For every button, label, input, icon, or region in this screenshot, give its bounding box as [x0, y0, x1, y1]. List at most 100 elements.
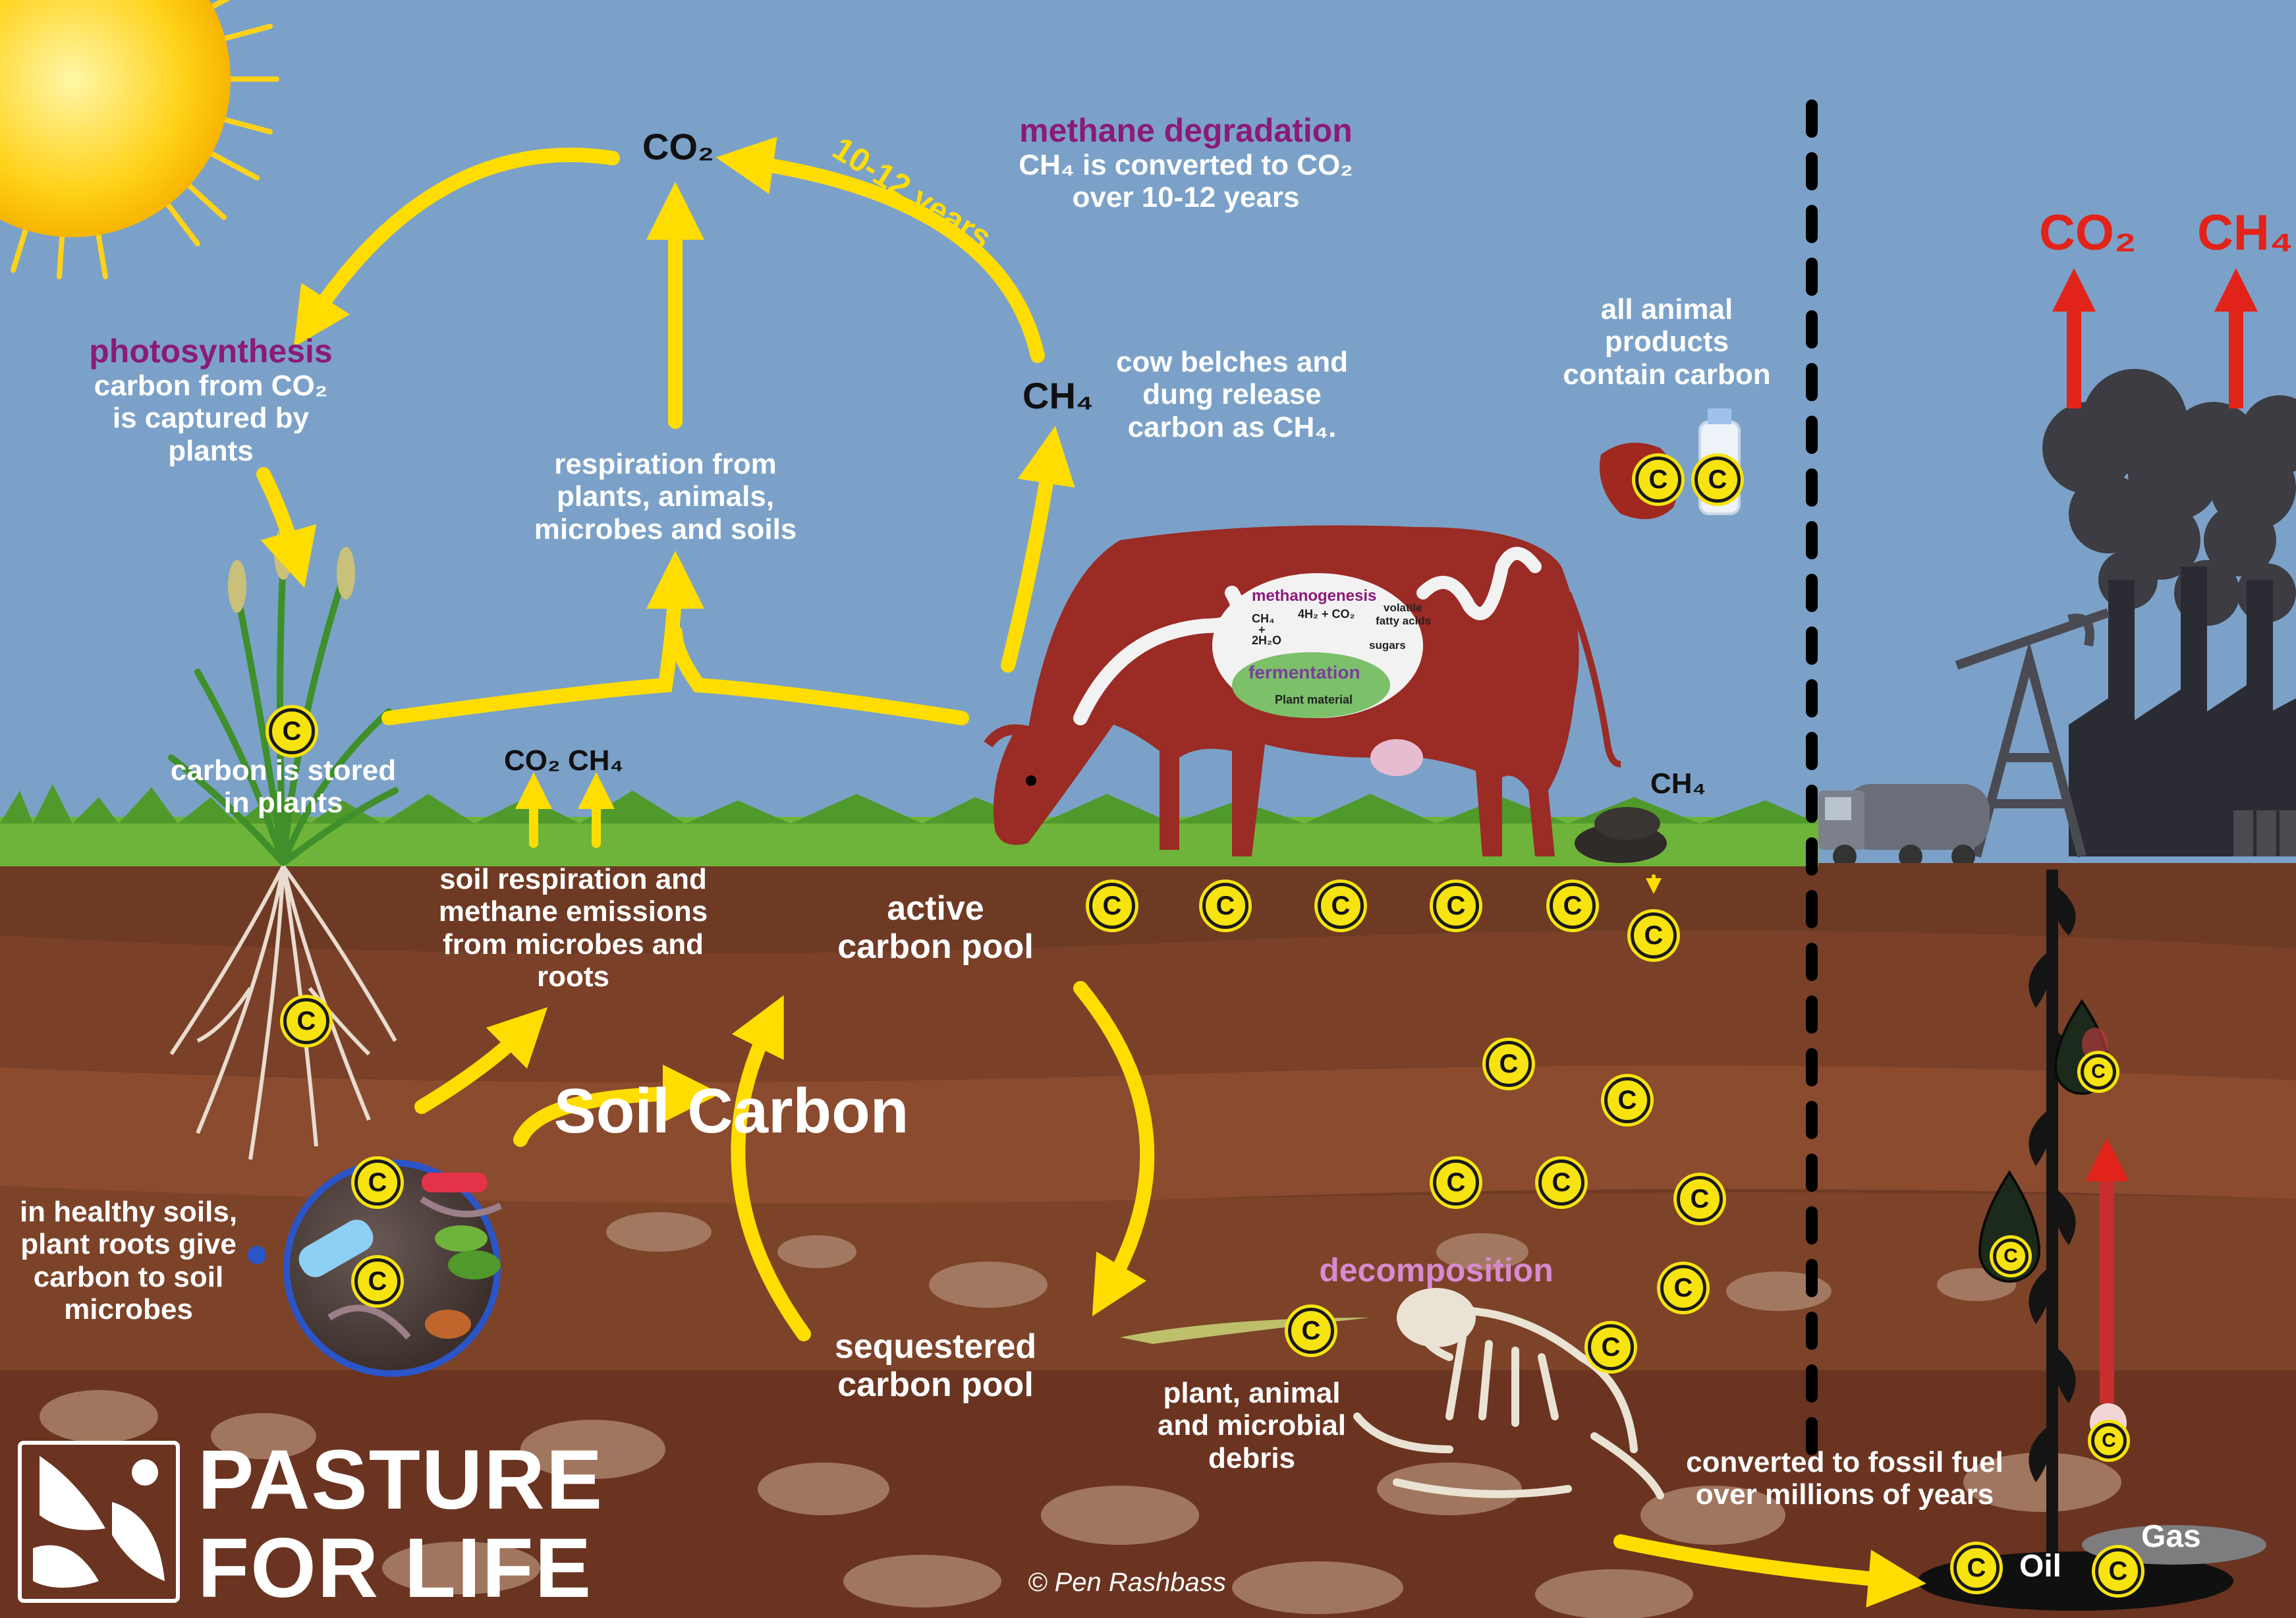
respiration-line-3: microbes and soils	[534, 513, 797, 545]
rumen-eq-plus: +	[1258, 623, 1266, 636]
carbon-badge-plant: C	[269, 708, 315, 754]
carbon-badge-oil-drop-1: C	[2081, 1054, 2116, 1090]
fossil-line-1: converted to fossil fuel	[1686, 1446, 2003, 1478]
decomposition-title: decomposition	[1319, 1252, 1554, 1289]
co2-top-label: CO₂	[642, 126, 714, 167]
oil-barrels	[2233, 810, 2296, 856]
healthy-soils-line-3: carbon to soil	[33, 1260, 224, 1293]
cow-belches-line-3: carbon as CH₄.	[1127, 410, 1337, 443]
logo-line-1: PASTURE	[198, 1433, 604, 1527]
soil-respiration-line-4: roots	[537, 960, 609, 993]
oil-label: Oil	[2019, 1549, 2062, 1584]
methane-degradation-block: methane degradation CH₄ is converted to …	[975, 112, 1397, 214]
active-pool-block: active carbon pool	[804, 889, 1067, 966]
debris-line-1: plant, animal	[1163, 1377, 1341, 1409]
photosynthesis-title: photosynthesis	[89, 333, 333, 370]
arrow-sequestered-to-active	[731, 995, 811, 1341]
respiration-block: respiration from plants, animals, microb…	[501, 448, 830, 545]
soil-ch4-label: CH₄	[568, 744, 624, 777]
carbon-stored-block: carbon is stored in plants	[145, 754, 422, 820]
carbon-badge-active-4: C	[1433, 883, 1479, 929]
rumen-eq-ch4: CH₄	[1252, 612, 1275, 625]
industry-panel	[1818, 268, 2296, 868]
photosynthesis-line-2: is captured by	[112, 402, 310, 435]
carbon-badge-deep-5: C	[1677, 1176, 1723, 1222]
methane-degradation-line-1: CH₄ is converted to CO₂	[1019, 149, 1353, 181]
cow	[984, 525, 1621, 856]
rumen-vfa-2: fatty acids	[1376, 615, 1431, 627]
debris-block: plant, animal and microbial debris	[1120, 1377, 1384, 1474]
dung-ch4-label: CH₄	[1650, 767, 1706, 800]
sequestered-line-2: carbon pool	[837, 1366, 1034, 1405]
sequestered-pool-block: sequestered carbon pool	[804, 1327, 1067, 1404]
photosynthesis-line-3: plants	[168, 434, 254, 467]
animal-products-line-2: products	[1604, 325, 1729, 358]
animal-products-block: all animal products contain carbon	[1542, 293, 1792, 391]
carbon-badge-milk: C	[1694, 457, 1741, 503]
arrow-debris-to-oil	[1613, 1534, 1926, 1608]
carbon-badge-oil-1: C	[1953, 1545, 2000, 1591]
healthy-soils-line-2: plant roots give	[20, 1228, 237, 1261]
carbon-stored-line-1: carbon is stored	[170, 754, 397, 787]
cow-belches-line-1: cow belches and	[1115, 346, 1349, 378]
carbon-badge-deep-4: C	[1538, 1159, 1584, 1206]
gas-label: Gas	[2141, 1519, 2201, 1554]
soil-respiration-line-2: methane emissions	[438, 895, 708, 928]
arrow-microbes-to-respiration	[414, 1007, 548, 1114]
yellow-arrows	[256, 136, 1926, 1608]
carbon-badge-deep-3: C	[1433, 1159, 1479, 1206]
cow-belches-block: cow belches and dung release carbon as C…	[1080, 346, 1384, 443]
arrow-active-to-sequestered	[1073, 981, 1155, 1317]
methane-degradation-title: methane degradation	[1019, 112, 1353, 149]
rumen-eq-reactants: 4H₂ + CO₂	[1298, 607, 1355, 621]
soil-respiration-line-1: soil respiration and	[439, 863, 707, 895]
soil-respiration-line-3: from microbes and	[442, 928, 704, 961]
soil-co2-label: CO₂	[504, 744, 561, 777]
animal-skeleton	[1353, 1306, 1664, 1499]
carbon-badge-debris: C	[1288, 1308, 1334, 1354]
carbon-badge-active-3: C	[1318, 883, 1364, 929]
arrow-respiration-merge	[381, 551, 704, 725]
rumen-methanogenesis: methanogenesis	[1252, 587, 1376, 605]
rumen-plant-material: Plant material	[1275, 693, 1353, 706]
animal-products-line-1: all animal	[1600, 293, 1733, 325]
carbon-badge-active-5: C	[1550, 883, 1596, 929]
soil-carbon-title: Soil Carbon	[369, 1074, 1094, 1148]
sun-icon	[0, 0, 279, 279]
pasture-for-life-logo: PASTURE FOR LIFE	[198, 1436, 603, 1613]
carbon-badge-deep-1: C	[1486, 1041, 1532, 1087]
rumen-sugars: sugars	[1369, 639, 1406, 652]
decomposition-label: decomposition	[1285, 1252, 1588, 1289]
arrow-cow-to-ch4	[1001, 426, 1075, 673]
arrow-photosynthesis-to-plant	[256, 467, 317, 588]
healthy-soils-line-4: microbes	[64, 1293, 193, 1325]
grass-plant	[168, 527, 399, 866]
carbon-badge-active-1: C	[1089, 883, 1135, 929]
soil-carbon-line-2: Carbon	[687, 1076, 909, 1146]
carbon-badge-rising: C	[2091, 1423, 2127, 1459]
debris-line-2: and microbial	[1157, 1409, 1347, 1442]
carbon-badge-deep-2: C	[1604, 1077, 1650, 1123]
carbon-badge-meat: C	[1635, 457, 1681, 503]
arrow-microbes-to-active	[513, 1065, 721, 1147]
carbon-badge-skeleton: C	[1588, 1324, 1634, 1370]
carbon-badge-dung: C	[1631, 912, 1677, 959]
soil-respiration-block: soil respiration and methane emissions f…	[408, 863, 738, 993]
rumen-vfa-1: volatile	[1384, 601, 1422, 614]
carbon-badge-active-2: C	[1202, 883, 1248, 929]
soil-carbon-line-1: Soil	[553, 1076, 670, 1146]
industry-co2-label: CO₂	[2039, 205, 2137, 261]
cow-belches-line-2: dung release	[1142, 378, 1322, 411]
respiration-line-1: respiration from	[554, 448, 777, 480]
respiration-line-2: plants, animals,	[556, 480, 775, 513]
industry-ch4-label: CH₄	[2197, 205, 2293, 261]
copyright-credit: © Pen Rashbass	[1028, 1568, 1226, 1597]
rumen-diagram: methanogenesis CH₄ + 2H₂O 4H₂ + CO₂ vola…	[1248, 587, 1431, 706]
smoke-clouds	[2042, 369, 2296, 626]
arrow-cow-merge	[668, 625, 969, 725]
dung-pile	[1575, 807, 1667, 863]
animal-products-line-3: contain carbon	[1563, 358, 1771, 391]
sequestered-line-1: sequestered	[834, 1327, 1037, 1366]
fossil-line-2: over millions of years	[1695, 1478, 1994, 1511]
